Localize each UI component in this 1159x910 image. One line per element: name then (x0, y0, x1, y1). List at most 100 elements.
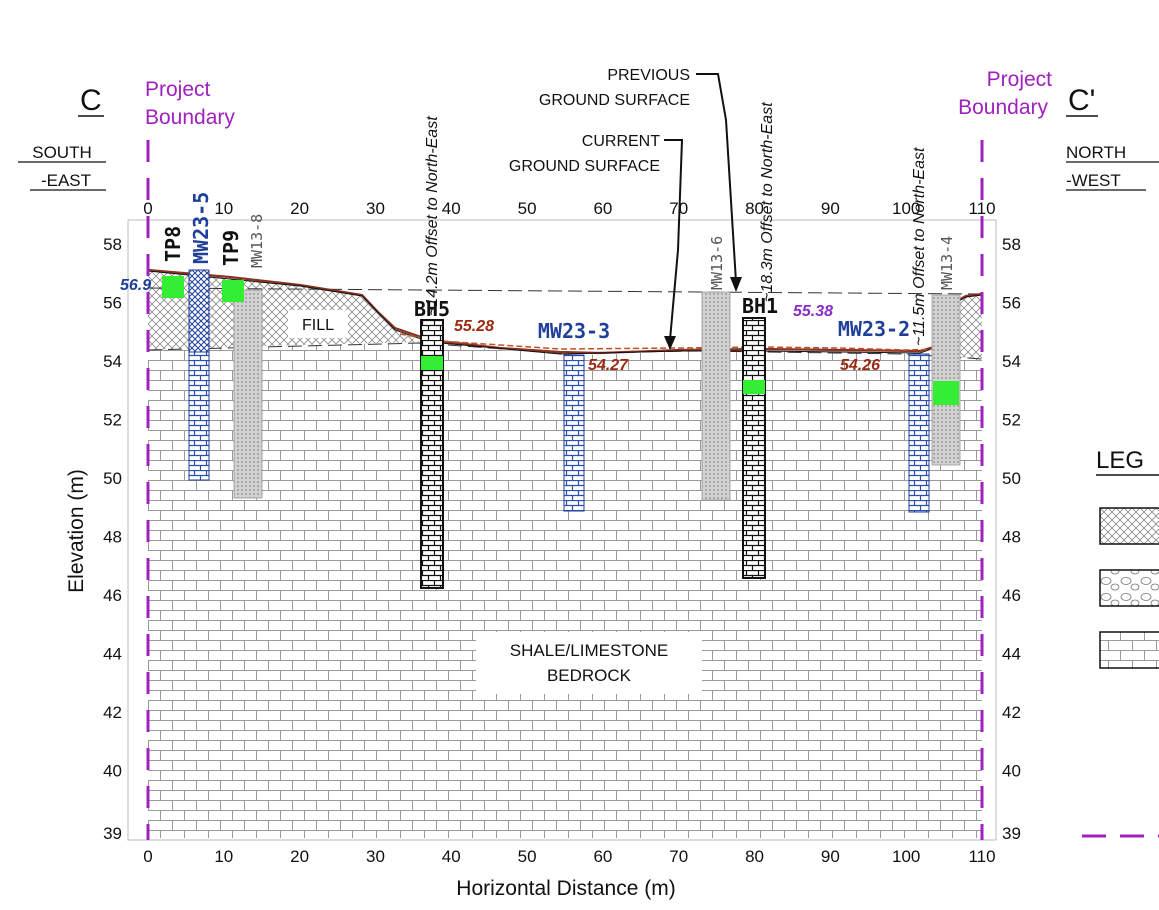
boundary-left-2: Boundary (145, 106, 235, 129)
y-axis-title: Elevation (m) (65, 469, 88, 593)
mw23-3-label: MW23-3 (538, 319, 610, 343)
y-tick-right-3: 52 (1002, 411, 1021, 430)
water-marker-mw13-4 (933, 381, 959, 405)
y-tick-right-9: 40 (1002, 762, 1021, 781)
x-tick-top-2: 20 (290, 199, 309, 218)
water-level-mw23-2: 54.26 (840, 357, 880, 374)
x-tick-top-3: 30 (366, 199, 385, 218)
water-marker-bh1 (743, 380, 765, 394)
x-tick-bottom-10: 100 (892, 847, 920, 866)
x-tick-bottom-7: 70 (669, 847, 688, 866)
y-tick-right-10: 39 (1002, 824, 1021, 843)
y-tick-right-8: 42 (1002, 703, 1021, 722)
legend-swatch-gravel (1099, 569, 1159, 607)
y-ticks-right: 58 56 54 52 50 48 46 44 42 40 39 (1002, 235, 1021, 843)
mw13-4-column (931, 294, 961, 466)
x-tick-top-6: 60 (593, 199, 612, 218)
x-tick-bottom-3: 30 (366, 847, 385, 866)
mw23-3-column (563, 354, 585, 512)
legend-title: LEG (1096, 447, 1144, 474)
legend-swatch-bedrock (1099, 631, 1159, 669)
y-tick-right-1: 56 (1002, 294, 1021, 313)
x-tick-top-9: 90 (821, 199, 840, 218)
boundary-left-1: Project (145, 78, 211, 101)
callout-current-1: CURRENT (582, 133, 660, 150)
x-tick-bottom-9: 90 (821, 847, 840, 866)
fill-label: FILL (302, 317, 334, 334)
callout-previous-1: PREVIOUS (607, 67, 690, 84)
bedrock-label-2: BEDROCK (547, 666, 632, 685)
water-level-left: 56.9 (120, 277, 151, 294)
y-tick-right-2: 54 (1002, 352, 1021, 371)
mw23-5-label: MW23-5 (189, 192, 213, 264)
y-tick-left-6: 46 (103, 586, 122, 605)
offset-note-bh1: ~18.3m Offset to North-East (759, 102, 776, 302)
boundary-right-1: Project (987, 68, 1053, 91)
section-right-letter: C' (1068, 84, 1095, 117)
water-level-bh5: 55.28 (454, 318, 494, 335)
x-tick-bottom-4: 40 (442, 847, 461, 866)
mw23-2-column (908, 353, 930, 513)
direction-left-1: SOUTH (32, 143, 92, 162)
bedrock-label: SHALE/LIMESTONE (510, 641, 668, 660)
callout-previous-leader (696, 73, 737, 283)
y-tick-right-7: 44 (1002, 645, 1021, 664)
x-tick-top-5: 50 (518, 199, 537, 218)
fill-unit (148, 270, 420, 350)
x-axis-title: Horizontal Distance (m) (456, 877, 675, 900)
direction-right-1: NORTH (1066, 143, 1126, 162)
y-tick-left-10: 39 (103, 824, 122, 843)
tp9-label: TP9 (219, 230, 243, 266)
y-tick-left-2: 54 (103, 352, 122, 371)
mw13-8-column (233, 289, 263, 499)
y-tick-right-5: 48 (1002, 528, 1021, 547)
callout-previous-2: GROUND SURFACE (539, 92, 690, 109)
callout-current-2: GROUND SURFACE (509, 158, 660, 175)
water-marker-tp8 (162, 276, 184, 298)
x-tick-top-8: 80 (745, 199, 764, 218)
y-tick-left-0: 58 (103, 235, 122, 254)
x-tick-bottom-6: 60 (593, 847, 612, 866)
x-tick-bottom-8: 80 (745, 847, 764, 866)
x-tick-bottom-5: 50 (518, 847, 537, 866)
x-tick-top-10: 100 (892, 199, 920, 218)
offset-note-mw23-2: ~11.5m Offset to North-East (911, 147, 928, 346)
mw23-2-label: MW23-2 (838, 317, 910, 341)
y-tick-right-0: 58 (1002, 235, 1021, 254)
section-left-letter: C (80, 84, 102, 117)
mw23-5-column-lower (188, 351, 210, 481)
mw23-5-column (188, 269, 210, 353)
y-tick-left-8: 42 (103, 703, 122, 722)
offset-note-bh5: ~14.2m Offset to North-East (424, 116, 441, 316)
bedrock-unit (148, 342, 982, 838)
x-tick-bottom-11: 110 (968, 847, 995, 866)
mw13-6-column (701, 291, 731, 501)
legend-swatch-fill (1099, 507, 1159, 545)
direction-left-2: -EAST (41, 171, 91, 190)
y-tick-left-5: 48 (103, 528, 122, 547)
bh1-label: BH1 (742, 294, 778, 318)
water-marker-tp9 (222, 280, 244, 302)
direction-right-2: -WEST (1066, 171, 1121, 190)
bh5-column (420, 319, 444, 589)
x-tick-bottom-0: 0 (143, 847, 152, 866)
y-tick-left-7: 44 (103, 645, 122, 664)
callout-current-leader (664, 139, 684, 341)
boundary-right-2: Boundary (958, 96, 1048, 119)
x-tick-top-11: 110 (968, 199, 995, 218)
y-tick-right-6: 46 (1002, 586, 1021, 605)
tp8-label: TP8 (161, 226, 185, 262)
x-tick-top-4: 40 (442, 199, 461, 218)
x-tick-top-7: 70 (669, 199, 688, 218)
water-level-mw23-3: 54.27 (588, 357, 629, 374)
y-tick-left-1: 56 (103, 294, 122, 313)
y-tick-left-9: 40 (103, 762, 122, 781)
x-tick-bottom-1: 10 (214, 847, 233, 866)
water-marker-bh5 (421, 356, 443, 370)
x-tick-top-0: 0 (143, 199, 152, 218)
y-tick-right-4: 50 (1002, 469, 1021, 488)
